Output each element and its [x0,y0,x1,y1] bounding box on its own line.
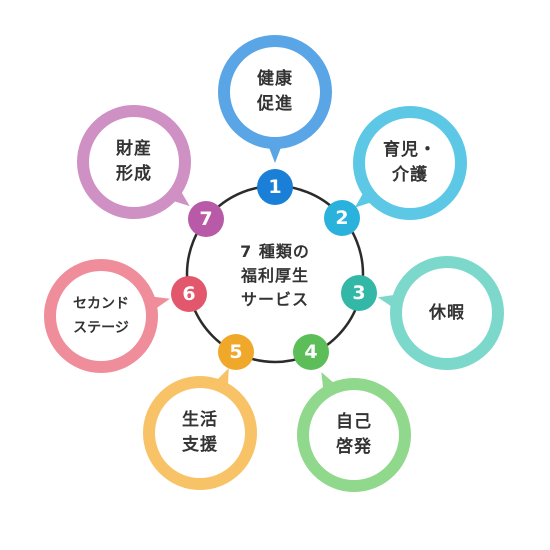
bubble-ring-3 [390,256,504,370]
bubble-ring-1 [218,35,332,149]
center-title-line-2: 福利厚生 [240,266,309,285]
number-badge-3 [341,275,377,311]
bubble-label-line: 財産 [116,139,152,159]
bubble-label-line: 介護 [392,165,428,185]
bubble-ring-4 [297,378,411,492]
number-badge-2 [324,200,360,236]
bubble-label-line: 啓発 [336,437,372,457]
badge-number-6: 6 [182,283,196,305]
bubble-label-line: 形成 [116,164,152,184]
number-badge-6 [171,276,207,312]
badge-group [171,169,377,370]
bubble-label-vacation: 休暇 [392,278,502,348]
bubble-group [44,35,504,492]
bubble-label-second-stage: セカンド ステージ [46,281,156,351]
badge-number-7: 7 [199,208,213,230]
bubble-label-line: 支援 [182,435,218,455]
bubble-ring-2 [353,106,467,220]
bubble-label-line: 健康 [257,69,293,89]
badge-number-3: 3 [352,282,366,304]
center-title-line-1: 7 種類の [240,242,310,261]
bubble-label-line: 休暇 [429,302,465,323]
bubble-label-line: 育児・ [383,140,437,160]
bubble-label-line: 促進 [257,94,293,114]
bubble-label-line: 自己 [336,412,372,432]
bubble-label-line: ステージ [73,320,129,336]
number-badge-5 [218,334,254,370]
number-badge-1 [257,169,293,205]
bubble-ring-5 [143,376,257,490]
number-badge-4 [293,334,329,370]
bubble-label-line: セカンド [73,296,129,312]
bubble-label-self-development: 自己 啓発 [299,400,409,470]
bubble-label-health: 健康 促進 [220,57,330,127]
number-badge-7 [188,201,224,237]
badge-number-4: 4 [304,341,318,363]
badge-number-1: 1 [268,176,282,198]
bubble-label-childcare: 育児・ 介護 [355,128,465,198]
badge-number-2: 2 [335,207,349,229]
bubble-label-asset-building: 財産 形成 [79,127,189,197]
badge-number-5: 5 [229,341,243,363]
bubble-ring-7 [77,105,191,219]
bubble-ring-6 [44,259,158,373]
center-title: 7 種類の 福利厚生 サービス [190,226,360,326]
bubble-label-life-support: 生活 支援 [145,398,255,468]
center-title-line-3: サービス [240,290,309,309]
bubble-label-line: 生活 [182,410,218,430]
